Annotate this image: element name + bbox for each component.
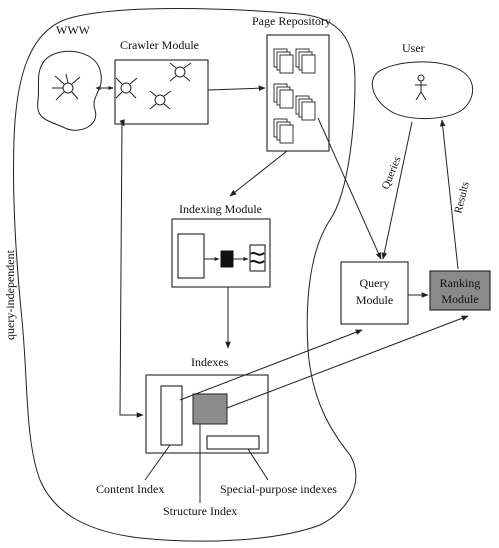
indexing-module-label: Indexing Module <box>179 202 262 216</box>
special-index-block <box>206 435 260 450</box>
page-stack-icon <box>273 48 316 144</box>
www-label: WWW <box>56 23 91 37</box>
special-index-leader <box>247 448 269 481</box>
ranking-module-label-line1: Ranking <box>440 276 481 290</box>
content-index-block <box>160 385 183 446</box>
indexing-output-block <box>249 244 266 272</box>
ranking-module-label-line2: Module <box>441 292 478 306</box>
queries-label: Queries <box>380 155 404 191</box>
repository-to-query-arrow <box>317 117 382 260</box>
query-independent-region <box>12 8 357 542</box>
query-module-box <box>340 261 409 325</box>
user-cloud <box>371 61 474 120</box>
structure-to-ranking-arrow <box>226 315 469 409</box>
indexing-input-block <box>177 233 205 279</box>
ranking-results-arrow <box>439 119 459 270</box>
crawler-spider-icon <box>115 62 192 110</box>
page-repository-label: Page Repository <box>252 14 331 28</box>
indexes-label: Indexes <box>191 355 229 369</box>
crawler-to-repository-arrow <box>207 85 266 92</box>
user-person-icon <box>415 74 427 101</box>
results-label: Results <box>452 180 471 214</box>
crawler-module-label: Crawler Module <box>120 38 199 52</box>
crawler-indexes-link <box>119 119 144 418</box>
www-cloud <box>37 50 102 131</box>
content-to-query-arrow <box>179 329 363 401</box>
structure-index-label: Structure Index <box>163 504 237 518</box>
content-index-label: Content Index <box>96 482 164 496</box>
content-index-leader <box>144 444 171 481</box>
query-module-label-line1: Query <box>360 276 390 290</box>
indexing-output-wave-icon <box>250 251 265 264</box>
repository-to-indexing-arrow <box>229 150 288 197</box>
user-queries-arrow <box>381 121 413 260</box>
ranking-module-box <box>429 270 491 311</box>
www-spider-icon <box>52 73 81 101</box>
indexing-process-block <box>220 250 234 268</box>
special-indexes-label: Special-purpose indexes <box>220 482 337 496</box>
query-independent-label: query-independent <box>3 249 17 340</box>
structure-index-block <box>192 393 228 425</box>
query-module-label-line2: Module <box>356 293 393 307</box>
user-label: User <box>402 41 425 55</box>
